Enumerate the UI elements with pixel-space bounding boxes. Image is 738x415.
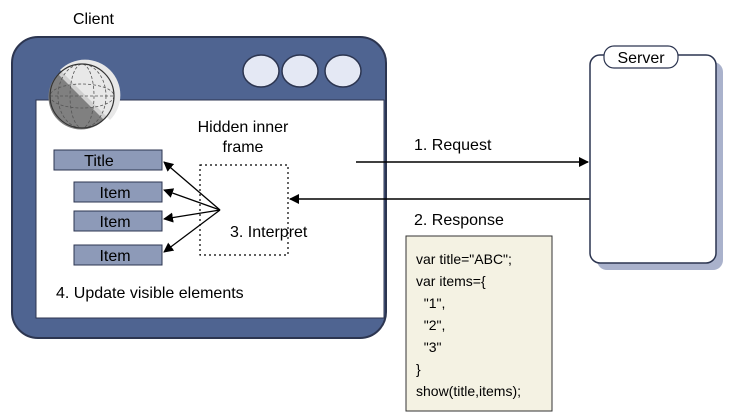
response-code-box bbox=[405, 235, 553, 412]
code-line-7: show(title,items); bbox=[416, 383, 521, 399]
hidden-inner-frame bbox=[199, 164, 289, 256]
window-button-2[interactable] bbox=[281, 54, 319, 88]
item-box-label-2: Item bbox=[99, 214, 130, 231]
hidden-frame-label-line2: frame bbox=[223, 139, 264, 156]
response-label: 2. Response bbox=[414, 212, 504, 229]
server-box bbox=[589, 54, 717, 264]
code-line-6: } bbox=[416, 361, 421, 377]
item-box-label-3: Item bbox=[99, 248, 130, 265]
globe-icon bbox=[48, 59, 121, 130]
item-box-3 bbox=[73, 244, 163, 266]
browser-content-area bbox=[35, 99, 385, 319]
server-label-tab bbox=[603, 45, 679, 69]
code-lines: var title="ABC"; var items={ "1", "2", "… bbox=[416, 251, 521, 399]
update-visible-label: 4. Update visible elements bbox=[56, 285, 244, 302]
code-line-5: "3" bbox=[416, 339, 442, 355]
code-line-3: "1", bbox=[416, 295, 445, 311]
title-box-label: Title bbox=[84, 153, 114, 170]
update-arrow-item-3 bbox=[163, 209, 221, 253]
request-label: 1. Request bbox=[414, 137, 492, 154]
update-arrow-item-1 bbox=[163, 188, 221, 211]
client-label: Client bbox=[73, 11, 114, 28]
window-button-1[interactable] bbox=[242, 54, 280, 88]
item-box-1 bbox=[73, 181, 163, 203]
hidden-frame-label-line1: Hidden inner bbox=[198, 119, 289, 136]
update-arrow-item-2 bbox=[163, 209, 221, 223]
title-box bbox=[53, 149, 163, 171]
code-line-2: var items={ bbox=[416, 273, 486, 289]
item-box-2 bbox=[73, 210, 163, 232]
window-button-3[interactable] bbox=[324, 54, 362, 88]
update-arrow-title bbox=[163, 161, 221, 211]
code-line-1: var title="ABC"; bbox=[416, 251, 512, 267]
item-box-label-1: Item bbox=[99, 185, 130, 202]
interpret-label: 3. Interpret bbox=[230, 224, 308, 241]
code-line-4: "2", bbox=[416, 317, 445, 333]
server-label: Server bbox=[617, 50, 665, 67]
